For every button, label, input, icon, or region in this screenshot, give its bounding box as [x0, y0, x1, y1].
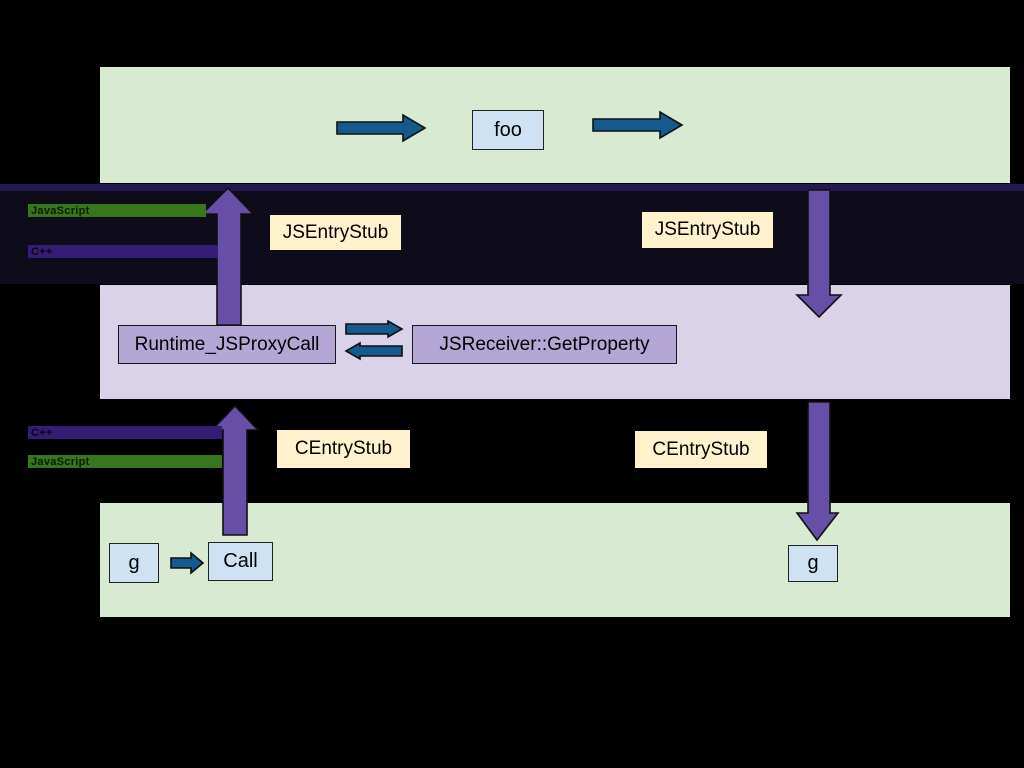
cpp-bar-upper: C++: [28, 245, 218, 258]
upper-transition-gap: [0, 184, 1024, 284]
call-builtin-box: Call: [208, 542, 273, 581]
runtime-jsproxycall-box: Runtime_JSProxyCall: [118, 325, 336, 364]
jsentrystub-label-left: JSEntryStub: [270, 215, 401, 250]
javascript-band-top: [100, 67, 1010, 183]
cpp-bar-lower: C++: [28, 426, 222, 439]
js-cpp-boundary-line: [0, 184, 1024, 191]
javascript-bar-lower: JavaScript: [28, 455, 222, 468]
function-foo-box: foo: [472, 110, 544, 150]
centrystub-label-left: CEntryStub: [277, 430, 410, 468]
jsentrystub-label-right: JSEntryStub: [642, 212, 773, 248]
jsreceiver-getproperty-box: JSReceiver::GetProperty: [412, 325, 677, 364]
function-g-caller-box: g: [109, 543, 159, 583]
centrystub-label-right: CEntryStub: [635, 431, 767, 468]
function-g-callee-box: g: [788, 545, 838, 582]
javascript-bar-upper: JavaScript: [28, 204, 206, 217]
